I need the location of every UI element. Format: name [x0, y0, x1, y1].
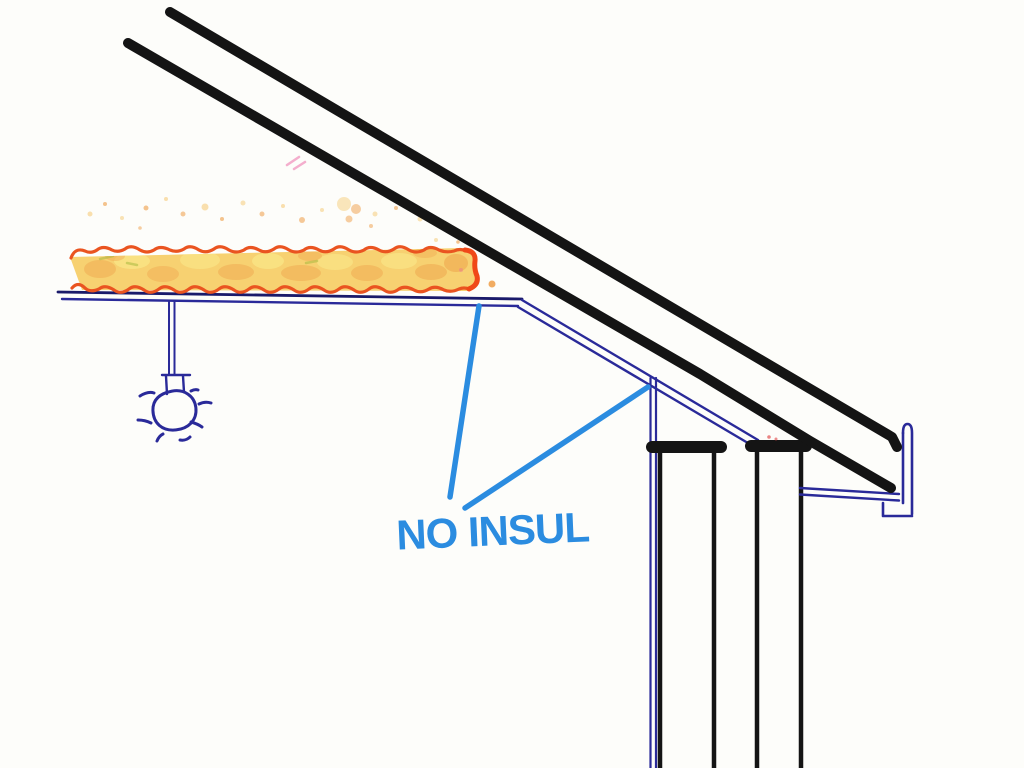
light-bulb-icon	[136, 300, 213, 443]
insulation-batt	[69, 245, 480, 294]
insulation-end-edge	[462, 247, 480, 292]
roof-rafter-lines	[123, 7, 902, 493]
annotation: NO INSUL	[395, 303, 651, 559]
wall-studs	[646, 440, 812, 768]
sloped-ceiling-line	[516, 298, 760, 448]
no-insul-label: NO INSUL	[395, 503, 590, 558]
insulation-top-edge	[69, 245, 468, 260]
insulation-bottom-edge	[70, 282, 471, 294]
light-rays	[136, 388, 213, 443]
marker-smudges	[285, 155, 778, 441]
soffit-line	[798, 486, 901, 502]
ceiling-line	[56, 290, 524, 308]
leader-line-right	[462, 384, 651, 511]
leader-line-left	[447, 303, 482, 500]
fascia-detail	[881, 422, 914, 518]
